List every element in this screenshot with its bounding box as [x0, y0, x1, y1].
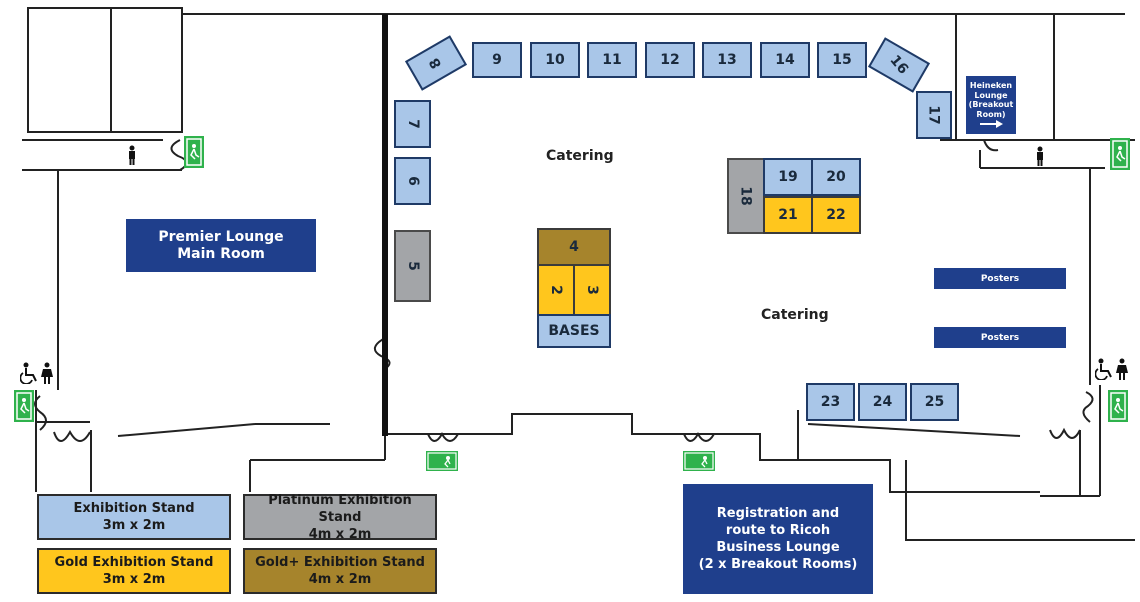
legend-exhibition-stand: Exhibition Stand 3m x 2m — [37, 494, 231, 540]
toilet-icon — [129, 145, 135, 165]
stand-5[interactable]: 5 — [394, 230, 431, 302]
registration-line4: (2 x Breakout Rooms) — [698, 557, 858, 572]
legend-exhibition-title: Exhibition Stand — [73, 501, 195, 516]
premier-lounge-line1: Premier Lounge — [158, 228, 284, 245]
stand-23[interactable]: 23 — [806, 383, 855, 421]
premier-lounge-line2: Main Room — [177, 245, 265, 262]
posters-board-2: Posters — [934, 327, 1066, 348]
heineken-lounge-sign: Heineken Lounge (Breakout Room) — [966, 76, 1016, 134]
legend-platinum-size: 4m x 2m — [308, 526, 372, 542]
legend-gold-stand: Gold Exhibition Stand 3m x 2m — [37, 548, 231, 594]
fire-exit-icon — [1110, 138, 1130, 170]
fire-exit-icon — [683, 451, 715, 471]
stand-14[interactable]: 14 — [760, 42, 810, 78]
stand-21[interactable]: 21 — [763, 196, 813, 234]
fire-exit-icon — [184, 136, 204, 168]
premier-lounge-sign: Premier Lounge Main Room — [126, 219, 316, 272]
registration-sign: Registration and route to Ricoh Business… — [683, 484, 873, 594]
heineken-line3: (Breakout — [968, 100, 1014, 109]
stand-15[interactable]: 15 — [817, 42, 867, 78]
legend-goldplus-stand: Gold+ Exhibition Stand 4m x 2m — [243, 548, 437, 594]
legend-gold-size: 3m x 2m — [102, 572, 166, 587]
heineken-line1: Heineken — [969, 81, 1013, 90]
catering-label-top: Catering — [546, 148, 614, 164]
registration-line2: route to Ricoh — [725, 523, 831, 538]
legend-platinum-stand: Platinum Exhibition Stand 4m x 2m — [243, 492, 437, 542]
stand-24[interactable]: 24 — [858, 383, 907, 421]
stand-13[interactable]: 13 — [702, 42, 752, 78]
fire-exit-icon — [14, 390, 34, 422]
fire-exit-icon — [1108, 390, 1128, 422]
heineken-line4: Room) — [976, 109, 1006, 119]
stand-25[interactable]: 25 — [910, 383, 959, 421]
stand-2[interactable]: 2 — [537, 264, 575, 316]
legend-goldplus-size: 4m x 2m — [308, 572, 372, 587]
stand-9[interactable]: 9 — [472, 42, 522, 78]
stand-bases[interactable]: BASES — [537, 314, 611, 348]
stand-6[interactable]: 6 — [394, 157, 431, 205]
arrow-right-icon — [980, 120, 1003, 128]
legend-exhibition-size: 3m x 2m — [102, 518, 166, 533]
stand-7[interactable]: 7 — [394, 100, 431, 148]
stand-12[interactable]: 12 — [645, 42, 695, 78]
toilet-icon — [1037, 146, 1043, 166]
legend-gold-title: Gold Exhibition Stand — [54, 555, 214, 570]
accessible-toilet-icon — [20, 362, 53, 384]
stand-18[interactable]: 18 — [727, 158, 765, 234]
stand-17[interactable]: 17 — [916, 91, 952, 139]
fire-exit-icon — [426, 451, 458, 471]
stand-3[interactable]: 3 — [573, 264, 611, 316]
accessible-toilet-icon — [1095, 358, 1128, 380]
stand-20[interactable]: 20 — [811, 158, 861, 196]
legend-platinum-title: Platinum Exhibition Stand — [268, 492, 412, 525]
stand-19[interactable]: 19 — [763, 158, 813, 196]
catering-label-right: Catering — [761, 307, 829, 323]
registration-line3: Business Lounge — [716, 540, 840, 555]
registration-line1: Registration and — [716, 506, 840, 521]
legend-goldplus-title: Gold+ Exhibition Stand — [255, 555, 425, 570]
posters-board-1: Posters — [934, 268, 1066, 289]
stand-22[interactable]: 22 — [811, 196, 861, 234]
stand-4[interactable]: 4 — [537, 228, 611, 266]
heineken-line2: Lounge — [974, 90, 1008, 100]
stand-11[interactable]: 11 — [587, 42, 637, 78]
stand-10[interactable]: 10 — [530, 42, 580, 78]
